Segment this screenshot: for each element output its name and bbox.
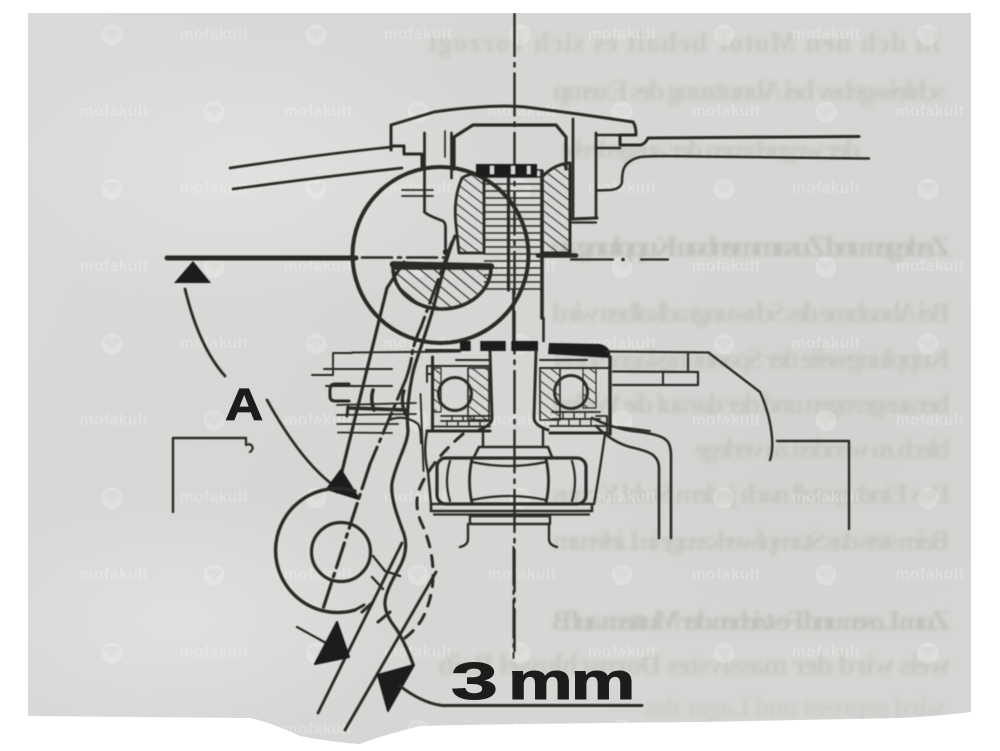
svg-text:mofakult: mofakult bbox=[180, 489, 249, 506]
svg-text:mofakult: mofakult bbox=[284, 721, 353, 738]
svg-text:mofakult: mofakult bbox=[284, 412, 353, 429]
svg-text:Zum Losen und Festziehen der M: Zum Losen und Festziehen der Muttern auf… bbox=[552, 605, 950, 637]
svg-text:mofakult: mofakult bbox=[80, 258, 149, 275]
svg-text:schleissgehsv bei Abnutzung de: schleissgehsv bei Abnutzung des Exemp bbox=[553, 76, 945, 107]
svg-text:mofakult: mofakult bbox=[792, 26, 861, 43]
svg-text:mofakult: mofakult bbox=[692, 258, 761, 275]
svg-text:mofakult: mofakult bbox=[588, 26, 657, 43]
svg-text:mofakult: mofakult bbox=[284, 566, 353, 583]
svg-text:mofakult: mofakult bbox=[792, 180, 861, 197]
svg-text:mofakult: mofakult bbox=[384, 335, 453, 352]
svg-text:mofakult: mofakult bbox=[692, 412, 761, 429]
svg-text:wird gepresst und Lager des: wird gepresst und Lager des bbox=[645, 692, 945, 722]
svg-text:mofakult: mofakult bbox=[692, 103, 761, 120]
svg-text:herausgezogen und der darauf d: herausgezogen und der darauf die Wellen bbox=[552, 389, 950, 420]
svg-text:mofakult: mofakult bbox=[80, 566, 149, 583]
svg-text:mofakult: mofakult bbox=[588, 180, 657, 197]
svg-text:mofakult: mofakult bbox=[180, 644, 249, 661]
svg-text:mofakult: mofakult bbox=[792, 335, 861, 352]
svg-text:blech zu wenden zu verlege: blech zu wenden zu verlege bbox=[695, 434, 950, 465]
svg-text:mofakult: mofakult bbox=[284, 103, 353, 120]
svg-text:3: 3 bbox=[451, 652, 498, 710]
svg-text:mofakult: mofakult bbox=[896, 258, 965, 275]
svg-text:Das Eindrgestell nach jedem St: Das Eindrgestell nach jedem Stahl Konus bbox=[552, 479, 950, 510]
svg-text:mofakult: mofakult bbox=[80, 412, 149, 429]
svg-text:mofakult: mofakult bbox=[384, 644, 453, 661]
svg-text:mofakult: mofakult bbox=[792, 644, 861, 661]
svg-text:mofakult: mofakult bbox=[896, 566, 965, 583]
svg-text:mofakult: mofakult bbox=[692, 566, 761, 583]
svg-text:mofakult: mofakult bbox=[180, 26, 249, 43]
svg-text:mofakult: mofakult bbox=[80, 103, 149, 120]
svg-text:mofakult: mofakult bbox=[180, 335, 249, 352]
svg-text:Bei Abnahme des Schwungradkolb: Bei Abnahme des Schwungradkolben wird bbox=[552, 298, 950, 329]
svg-text:mofakult: mofakult bbox=[488, 566, 557, 583]
svg-text:mofakult: mofakult bbox=[792, 489, 861, 506]
svg-text:Zerlegen und Zusammenbau Kuppl: Zerlegen und Zusammenbau Kupplung an bbox=[550, 230, 950, 263]
svg-text:mofakult: mofakult bbox=[896, 412, 965, 429]
svg-text:A: A bbox=[225, 380, 263, 430]
svg-text:mofakult: mofakult bbox=[588, 489, 657, 506]
svg-text:ln dch nen Motor behalt es sic: ln dch nen Motor behalt es sich vorzogt bbox=[427, 28, 940, 59]
svg-text:mofakult: mofakult bbox=[384, 180, 453, 197]
svg-text:mofakult: mofakult bbox=[284, 258, 353, 275]
svg-text:mofakult: mofakult bbox=[180, 180, 249, 197]
svg-text:Kupplungsseite der Spannungsla: Kupplungsseite der Spannungslager selbst bbox=[551, 344, 950, 375]
svg-text:mm: mm bbox=[508, 653, 633, 711]
svg-text:mofakult: mofakult bbox=[384, 26, 453, 43]
svg-text:weis wird der massivstes Dorns: weis wird der massivstes Dornschlussel R… bbox=[438, 649, 950, 681]
svg-text:mofakult: mofakult bbox=[588, 644, 657, 661]
svg-text:mofakult: mofakult bbox=[896, 103, 965, 120]
svg-text:Beim stets das Stampfwerkzeuge: Beim stets das Stampfwerkzeuge in Liefer… bbox=[552, 526, 950, 557]
